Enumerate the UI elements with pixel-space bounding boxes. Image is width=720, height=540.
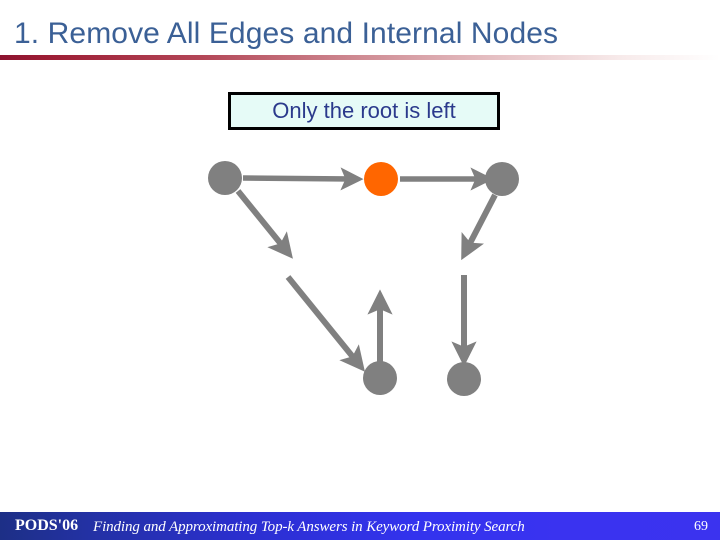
graph-node-n5 [447, 362, 481, 396]
title-divider [0, 55, 720, 60]
footer-paper-title: Finding and Approximating Top-k Answers … [93, 519, 525, 535]
graph-edges [235, 167, 498, 372]
graph-nodes [208, 161, 519, 396]
graph-node-n4 [363, 361, 397, 395]
callout-label: Only the root is left [272, 98, 456, 123]
graph-node-n1 [208, 161, 242, 195]
graph-node-root [364, 162, 398, 196]
graph-node-n3 [485, 162, 519, 196]
callout-box: Only the root is left [228, 92, 500, 130]
edge-n1-root [242, 167, 364, 191]
edge-down-lower-n4 [285, 275, 365, 372]
footer-bar [0, 512, 720, 540]
page-title: 1. Remove All Edges and Internal Nodes [14, 17, 559, 50]
footer-page-number: 69 [694, 519, 708, 534]
footer-venue: PODS'06 [15, 517, 79, 534]
edge-n3-down-upper [461, 193, 498, 261]
edge-n1-down-upper [235, 189, 293, 259]
